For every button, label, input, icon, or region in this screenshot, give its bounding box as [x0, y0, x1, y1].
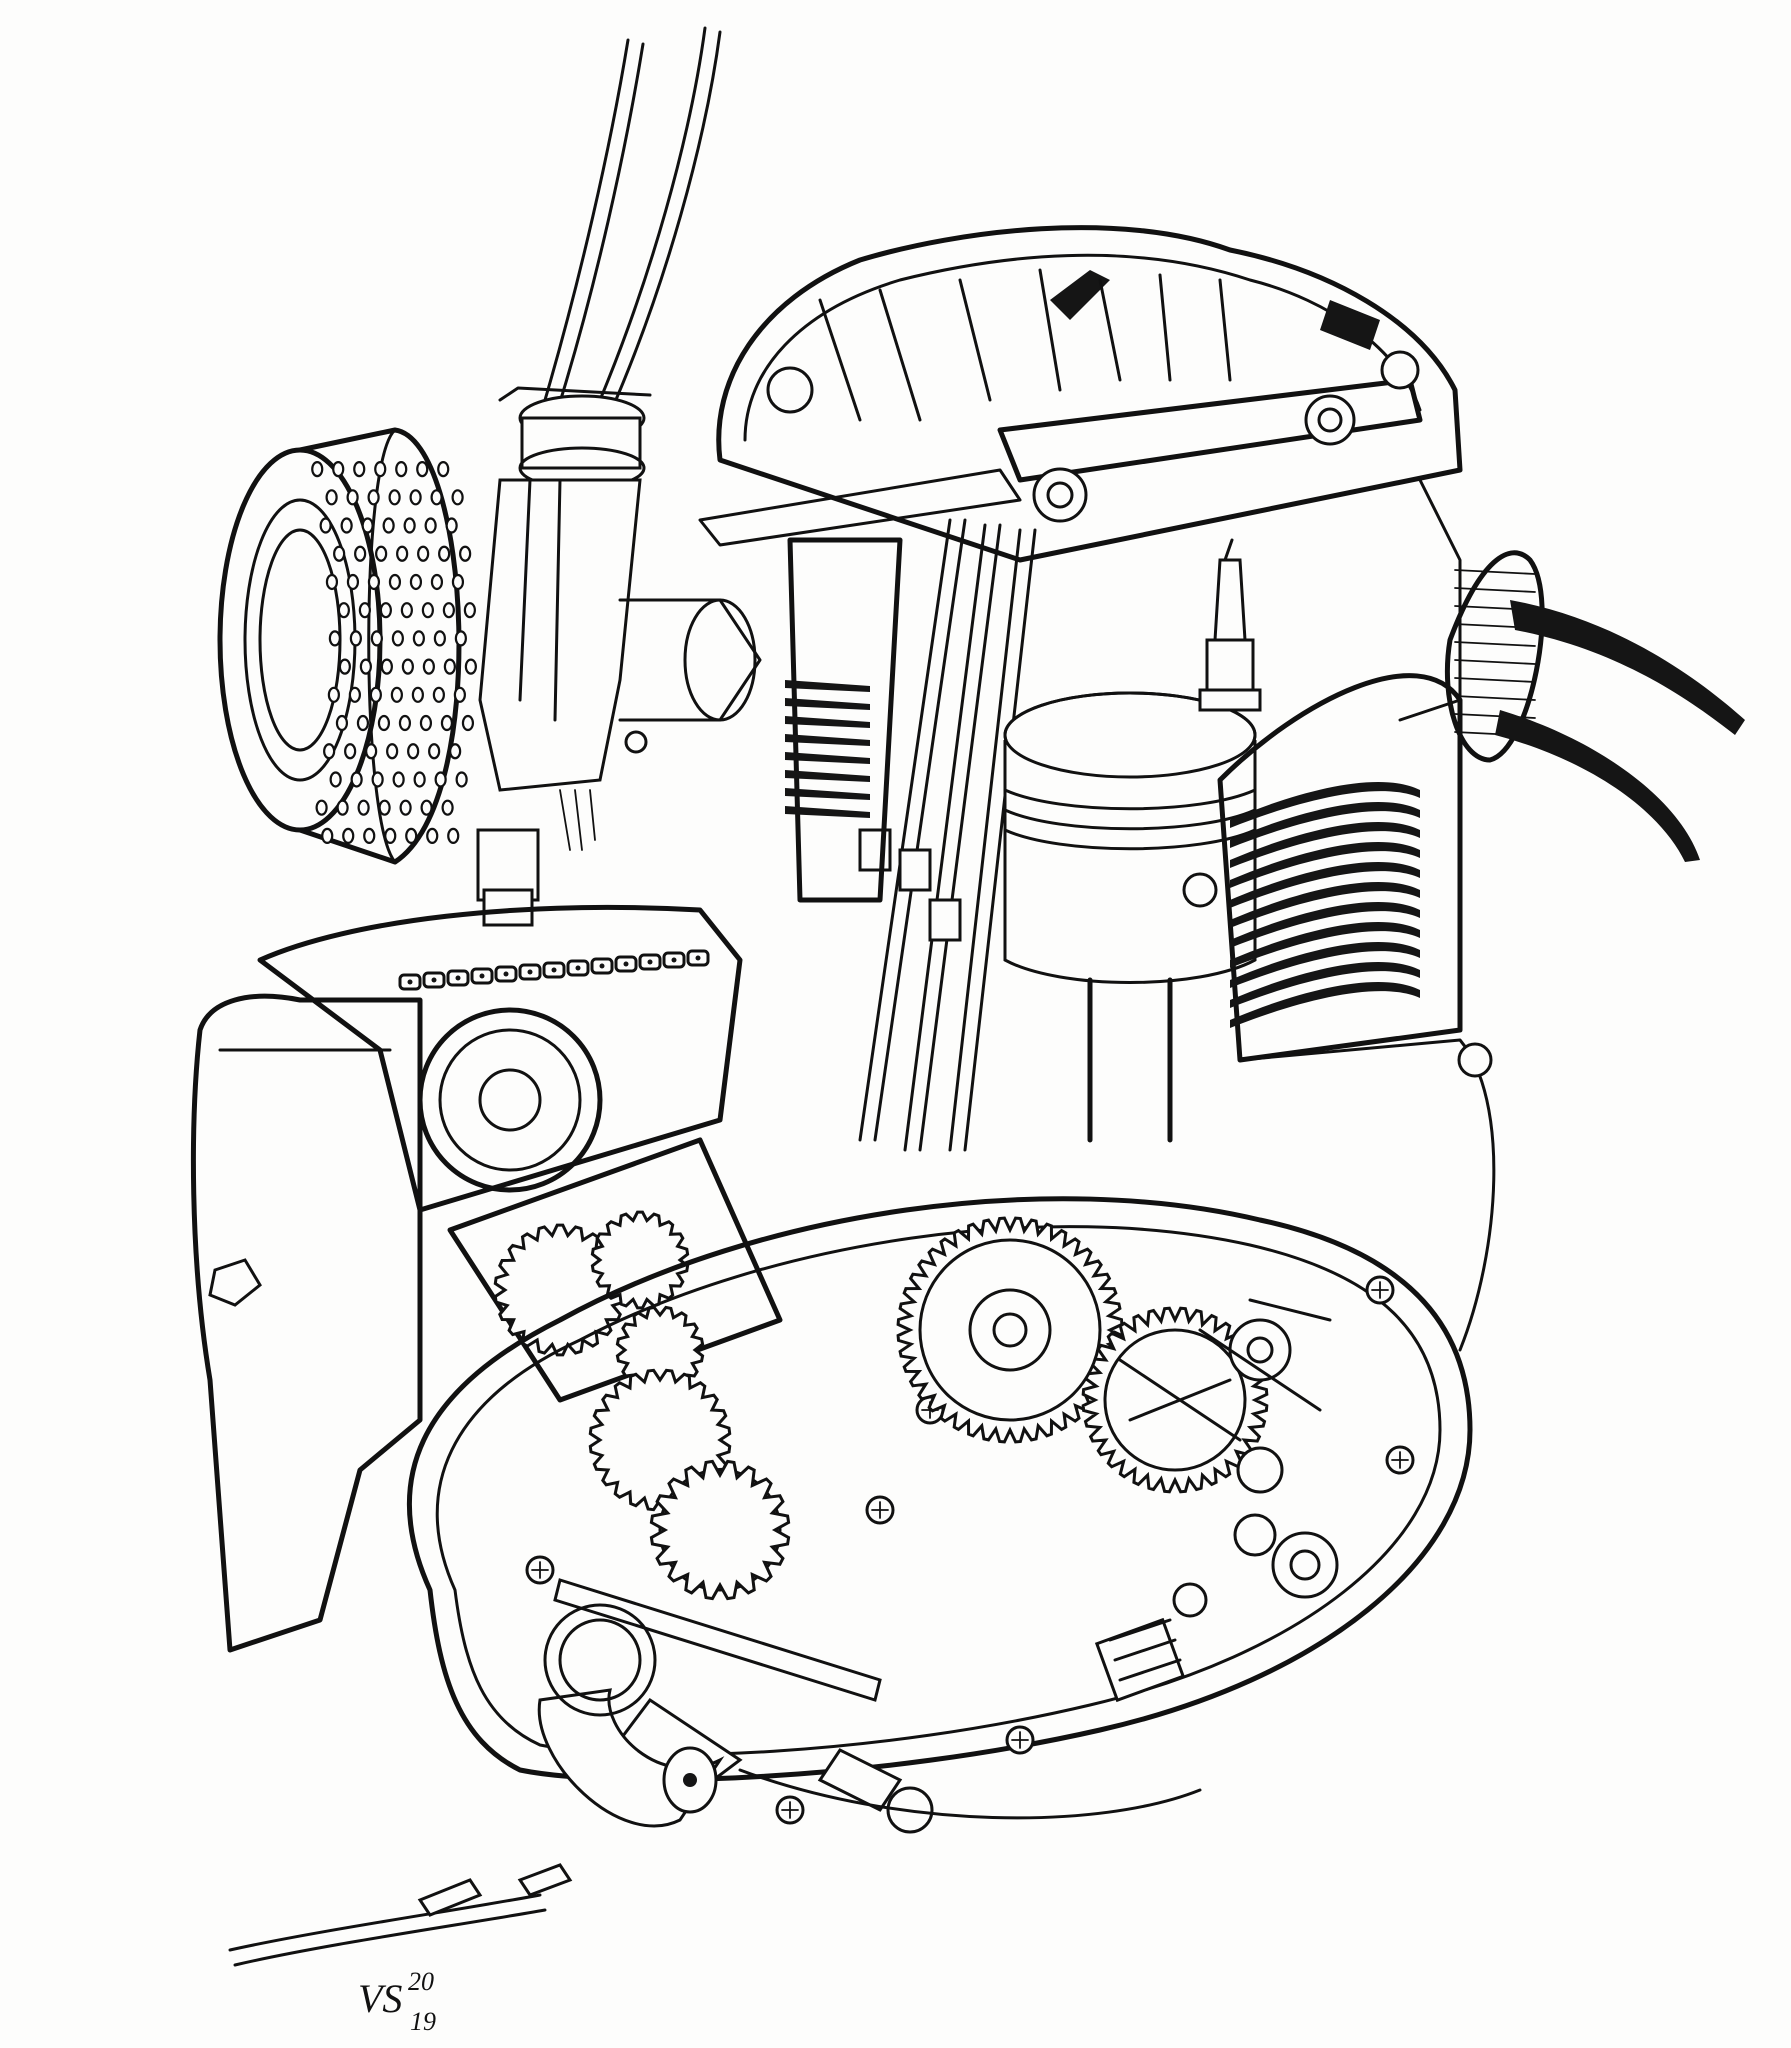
- clutch-cable: [228, 1863, 573, 1967]
- cylinder-head: [698, 225, 1463, 722]
- contact-breaker: [1198, 1298, 1339, 1599]
- exhaust-pipe: [1444, 550, 1745, 862]
- cooling-fins-left: [785, 680, 870, 818]
- crankcase: [738, 1038, 1496, 1820]
- spark-plug: [1198, 538, 1262, 712]
- crank-pinion: [649, 1459, 791, 1601]
- piston: [1003, 691, 1257, 1143]
- carburettor: [476, 386, 762, 927]
- crankshaft: [537, 1459, 934, 1834]
- exhaust-nut-ridges: [1454, 569, 1536, 737]
- signature-initials: VS: [358, 1976, 402, 2021]
- artist-signature: VS 20 19: [358, 1967, 436, 2036]
- drive-chain: [398, 949, 710, 991]
- oil-pump: [1094, 1582, 1208, 1703]
- gear-cluster: [493, 1210, 732, 1512]
- cylinder-barrel-right: [1217, 673, 1463, 1063]
- primary-chain-case: [190, 904, 743, 1653]
- air-filter: [217, 427, 477, 865]
- signature-year-bottom: 19: [410, 2007, 436, 2036]
- filter-perforations: [311, 461, 477, 844]
- signature-year-top: 20: [408, 1967, 434, 1996]
- throttle-cables: [543, 26, 722, 404]
- timing-gears: [896, 1216, 1269, 1494]
- gearbox-gears: [447, 1137, 783, 1512]
- push-rods: [858, 518, 1037, 1152]
- cooling-fins-right: [1230, 781, 1420, 1028]
- cylinder-barrel: [785, 537, 903, 903]
